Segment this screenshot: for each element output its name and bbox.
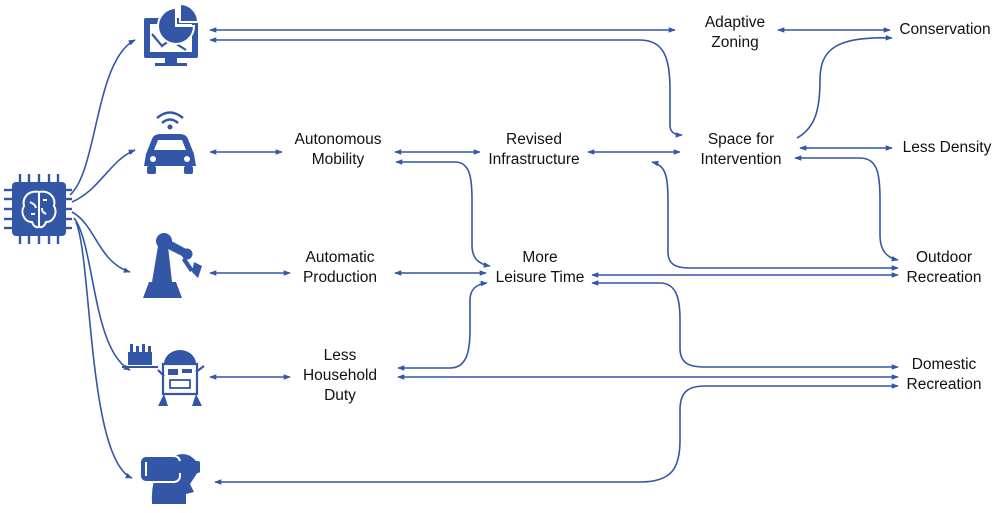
node-outdoor-recreation: Outdoor Recreation	[906, 249, 982, 286]
ai-chip-brain-icon	[4, 174, 72, 244]
node-adaptive-zoning: Adaptive Zoning	[704, 14, 766, 51]
connector-intervention-conservation	[796, 34, 893, 139]
robot-arm-icon	[143, 233, 202, 298]
connector-ai-household-robot	[73, 217, 131, 371]
connector-monitor-space-for-intervention	[209, 37, 683, 138]
connector-household-duty-leisure	[397, 280, 488, 371]
connector-infrastructure-outdoor-recreation	[651, 160, 899, 271]
computer-monitor-chart-icon	[144, 2, 200, 66]
connector-mobility-leisure	[395, 159, 491, 268]
connected-car-icon	[144, 111, 196, 174]
node-more-leisure-time: More Leisure Time	[495, 249, 585, 286]
node-automatic-production: Automatic Production	[302, 249, 378, 286]
connector-ai-vr	[75, 221, 133, 479]
node-conservation: Conservation	[899, 21, 991, 38]
connector-vr-domestic-recreation	[214, 383, 899, 485]
connector-ai-monitor	[69, 39, 136, 196]
connector-leisure-domestic-recreation	[591, 280, 899, 370]
household-robot-icon	[122, 344, 205, 406]
connector-intervention-outdoor-recreation	[794, 155, 899, 262]
connector-ai-car	[71, 149, 136, 203]
node-less-household-duty: Less Household Duty	[302, 347, 378, 404]
vr-headset-icon	[139, 454, 200, 504]
node-less-density: Less Density	[902, 139, 992, 156]
node-domestic-recreation: Domestic Recreation	[906, 356, 982, 393]
node-autonomous-mobility: Autonomous Mobility	[294, 131, 382, 168]
node-space-for-intervention: Space for Intervention	[700, 131, 782, 168]
node-revised-infrastructure: Revised Infrastructure	[488, 131, 580, 168]
connector-ai-robot-arm	[71, 211, 131, 273]
